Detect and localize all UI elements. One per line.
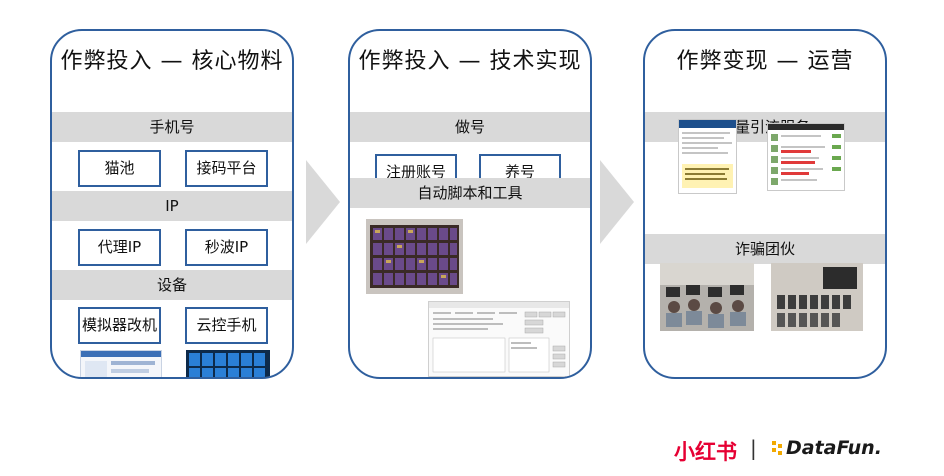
datafun-mark-icon	[772, 441, 782, 455]
devices-photo-graphic	[771, 263, 863, 331]
emulator-screenshot	[80, 350, 162, 377]
datafun-wordmark: DataFun.	[786, 437, 882, 459]
cloud-phone-grid-screenshot	[186, 350, 270, 377]
traffic-service-web-screenshot	[678, 119, 737, 194]
panel-title: 作弊变现 — 运营	[676, 49, 854, 74]
xiaohongshu-logo: 小红书	[674, 440, 737, 464]
item-box-emulator: 模拟器改机	[78, 307, 161, 344]
item-box-cloud-phone: 云控手机	[185, 307, 268, 344]
traffic-service-chat-screenshot	[767, 123, 845, 191]
panel-title: 作弊投入 — 核心物料	[60, 49, 284, 74]
web-page-graphic	[679, 120, 736, 188]
panel-core-materials: 作弊投入 — 核心物料 手机号 猫池 接码平台 IP 代理IP 秒波IP 设备 …	[50, 29, 294, 379]
fraud-gang-devices-photo	[771, 263, 863, 331]
section-header-ip: IP	[52, 191, 292, 221]
flow-arrow-icon	[600, 160, 634, 244]
flow-arrow-icon	[306, 160, 340, 244]
item-box-sms-platform: 接码平台	[185, 150, 268, 187]
phone-rack-graphic	[366, 219, 463, 294]
section-header-phone: 手机号	[52, 112, 292, 142]
logo-separator: |	[750, 436, 757, 460]
fraud-gang-office-photo	[660, 263, 754, 331]
phone-farm-photo	[366, 219, 463, 294]
automation-tool-screenshot	[428, 301, 570, 377]
section-header-fraud-gang: 诈骗团伙	[645, 234, 885, 264]
tool-window-graphic	[429, 302, 569, 373]
section-header-device: 设备	[52, 270, 292, 300]
item-box-proxy-ip: 代理IP	[78, 229, 161, 266]
panel-title: 作弊投入 — 技术实现	[358, 49, 582, 74]
item-box-dial-ip: 秒波IP	[185, 229, 268, 266]
section-header-account-making: 做号	[350, 112, 590, 142]
panel-technical-implementation: 作弊投入 — 技术实现 做号 注册账号 养号 自动脚本和工具	[348, 29, 592, 379]
phone-grid-graphic	[186, 350, 270, 377]
panel-monetization-operation: 作弊变现 — 运营 刷量引流服务 诈骗团伙	[643, 29, 887, 379]
section-header-scripts-tools: 自动脚本和工具	[350, 178, 590, 208]
chat-list-graphic	[768, 124, 844, 185]
item-box-cat-pool: 猫池	[78, 150, 161, 187]
office-photo-graphic	[660, 263, 754, 331]
